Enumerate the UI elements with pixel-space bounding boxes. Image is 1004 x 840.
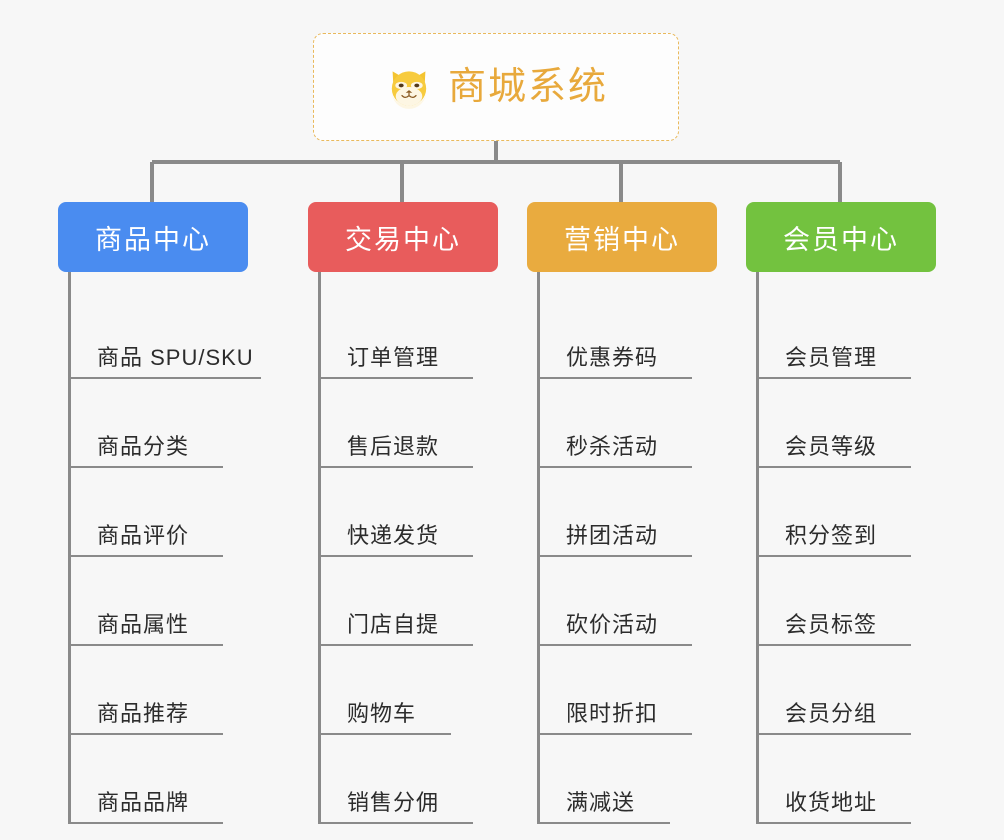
leaf-item[interactable]: 商品 SPU/SKU bbox=[71, 290, 261, 379]
branch-member-center: 会员中心 会员管理 会员等级 积分签到 会员标签 会员分组 bbox=[746, 202, 936, 824]
leaf-label: 限时折扣 bbox=[566, 701, 659, 726]
leaf-underline bbox=[540, 822, 670, 824]
leaf-list-product-center: 商品 SPU/SKU 商品分类 商品评价 商品属性 商品推荐 商品品牌 bbox=[68, 272, 261, 824]
leaf-item[interactable]: 限时折扣 bbox=[540, 646, 717, 735]
branch-product-center: 商品中心 商品 SPU/SKU 商品分类 商品评价 商品属性 商品推荐 bbox=[58, 202, 261, 824]
leaf-underline bbox=[321, 822, 473, 824]
leaf-underline bbox=[540, 733, 692, 735]
root-title: 商城系统 bbox=[447, 66, 608, 108]
leaf-item[interactable]: 购物车 bbox=[321, 646, 498, 735]
leaf-underline bbox=[759, 822, 911, 824]
branch-header-label: 会员中心 bbox=[783, 224, 899, 255]
leaf-label: 收货地址 bbox=[785, 790, 878, 815]
leaf-item[interactable]: 会员等级 bbox=[759, 379, 936, 468]
leaf-label: 购物车 bbox=[347, 701, 417, 726]
leaf-label: 商品分类 bbox=[97, 434, 190, 459]
leaf-underline bbox=[540, 377, 692, 379]
leaf-list-marketing-center: 优惠券码 秒杀活动 拼团活动 砍价活动 限时折扣 满减送 bbox=[537, 272, 717, 824]
branch-trade-center: 交易中心 订单管理 售后退款 快递发货 门店自提 购物车 bbox=[308, 202, 498, 824]
leaf-underline bbox=[759, 644, 911, 646]
leaf-label: 满减送 bbox=[566, 790, 636, 815]
leaf-item[interactable]: 拼团活动 bbox=[540, 468, 717, 557]
leaf-underline bbox=[321, 466, 473, 468]
leaf-underline bbox=[540, 466, 692, 468]
leaf-label: 商品品牌 bbox=[97, 790, 190, 815]
leaf-label: 积分签到 bbox=[785, 523, 878, 548]
leaf-underline bbox=[540, 555, 692, 557]
leaf-underline bbox=[71, 644, 223, 646]
leaf-label: 商品属性 bbox=[97, 612, 190, 637]
leaf-item[interactable]: 积分签到 bbox=[759, 468, 936, 557]
branch-header-member-center[interactable]: 会员中心 bbox=[746, 202, 936, 272]
leaf-label: 门店自提 bbox=[347, 612, 440, 637]
leaf-label: 会员分组 bbox=[785, 701, 878, 726]
leaf-underline bbox=[71, 822, 223, 824]
leaf-item[interactable]: 会员标签 bbox=[759, 557, 936, 646]
leaf-item[interactable]: 会员管理 bbox=[759, 290, 936, 379]
leaf-item[interactable]: 收货地址 bbox=[759, 735, 936, 824]
leaf-label: 销售分佣 bbox=[347, 790, 440, 815]
leaf-item[interactable]: 会员分组 bbox=[759, 646, 936, 735]
leaf-label: 优惠券码 bbox=[566, 345, 659, 370]
leaf-underline bbox=[540, 644, 692, 646]
leaf-label: 会员标签 bbox=[785, 612, 878, 637]
leaf-label: 商品 SPU/SKU bbox=[97, 345, 254, 370]
leaf-list-trade-center: 订单管理 售后退款 快递发货 门店自提 购物车 销售分佣 bbox=[318, 272, 498, 824]
branch-header-label: 营销中心 bbox=[564, 224, 680, 255]
leaf-item[interactable]: 商品评价 bbox=[71, 468, 248, 557]
leaf-label: 秒杀活动 bbox=[566, 434, 659, 459]
leaf-item[interactable]: 商品属性 bbox=[71, 557, 248, 646]
leaf-item[interactable]: 销售分佣 bbox=[321, 735, 498, 824]
leaf-item[interactable]: 商品品牌 bbox=[71, 735, 248, 824]
leaf-label: 商品推荐 bbox=[97, 701, 190, 726]
leaf-underline bbox=[71, 733, 223, 735]
leaf-label: 快递发货 bbox=[347, 523, 440, 548]
leaf-list-member-center: 会员管理 会员等级 积分签到 会员标签 会员分组 收货地址 bbox=[756, 272, 936, 824]
branch-header-trade-center[interactable]: 交易中心 bbox=[308, 202, 498, 272]
leaf-item[interactable]: 砍价活动 bbox=[540, 557, 717, 646]
leaf-item[interactable]: 商品推荐 bbox=[71, 646, 248, 735]
root-node[interactable]: 商城系统 bbox=[313, 33, 679, 141]
branch-header-label: 商品中心 bbox=[95, 224, 211, 255]
leaf-underline bbox=[71, 466, 223, 468]
leaf-label: 商品评价 bbox=[97, 523, 190, 548]
leaf-item[interactable]: 优惠券码 bbox=[540, 290, 717, 379]
leaf-item[interactable]: 售后退款 bbox=[321, 379, 498, 468]
leaf-underline bbox=[321, 377, 473, 379]
leaf-item[interactable]: 满减送 bbox=[540, 735, 717, 824]
branch-marketing-center: 营销中心 优惠券码 秒杀活动 拼团活动 砍价活动 限时折扣 bbox=[527, 202, 717, 824]
leaf-item[interactable]: 快递发货 bbox=[321, 468, 498, 557]
branch-header-marketing-center[interactable]: 营销中心 bbox=[527, 202, 717, 272]
shiba-dog-face-icon bbox=[384, 62, 434, 112]
leaf-underline bbox=[71, 377, 261, 379]
branch-header-label: 交易中心 bbox=[345, 224, 461, 255]
branch-header-product-center[interactable]: 商品中心 bbox=[58, 202, 248, 272]
leaf-underline bbox=[321, 733, 451, 735]
leaf-underline bbox=[759, 377, 911, 379]
leaf-underline bbox=[759, 733, 911, 735]
leaf-label: 会员等级 bbox=[785, 434, 878, 459]
leaf-label: 会员管理 bbox=[785, 345, 878, 370]
leaf-underline bbox=[321, 555, 473, 557]
leaf-label: 拼团活动 bbox=[566, 523, 659, 548]
leaf-item[interactable]: 秒杀活动 bbox=[540, 379, 717, 468]
leaf-underline bbox=[71, 555, 223, 557]
leaf-underline bbox=[321, 644, 473, 646]
leaf-label: 砍价活动 bbox=[566, 612, 659, 637]
leaf-underline bbox=[759, 555, 911, 557]
leaf-label: 售后退款 bbox=[347, 434, 440, 459]
leaf-underline bbox=[759, 466, 911, 468]
leaf-item[interactable]: 订单管理 bbox=[321, 290, 498, 379]
leaf-item[interactable]: 商品分类 bbox=[71, 379, 248, 468]
leaf-item[interactable]: 门店自提 bbox=[321, 557, 498, 646]
leaf-label: 订单管理 bbox=[347, 345, 440, 370]
